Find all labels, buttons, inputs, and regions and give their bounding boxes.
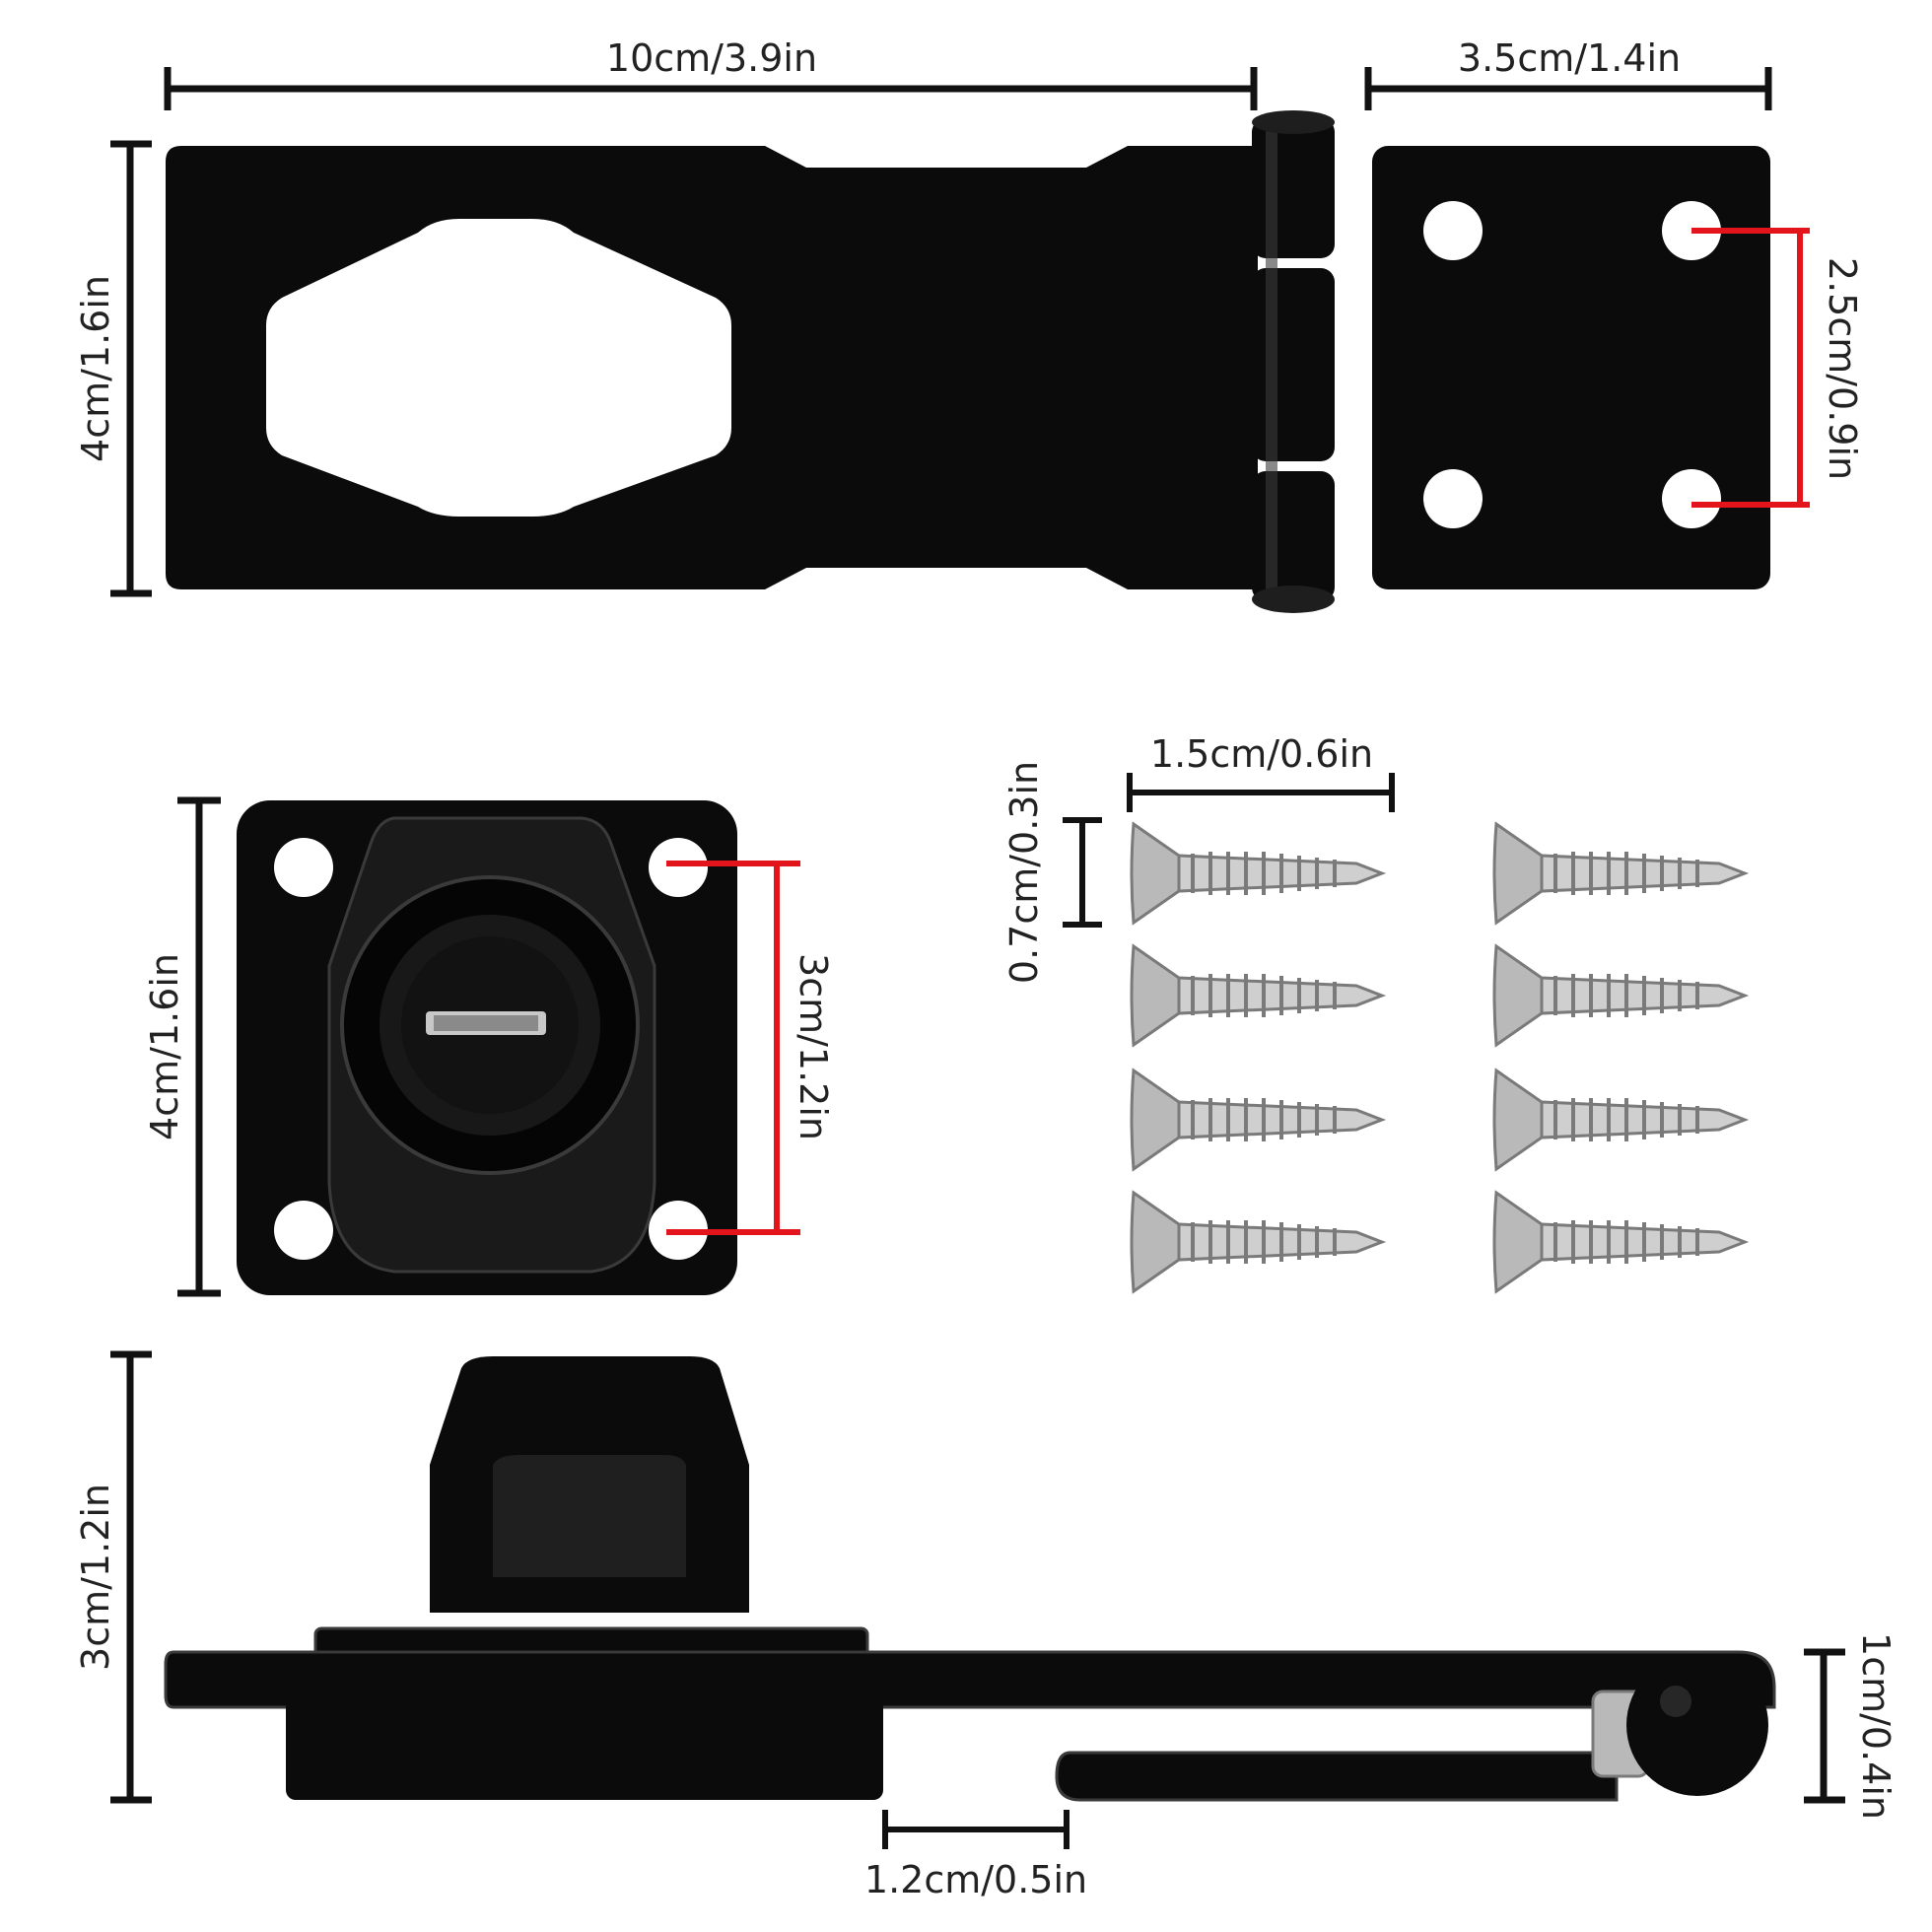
dim-hinge-height-label: 1cm/0.4in — [1854, 1632, 1898, 1820]
dim-lock-height-label: 4cm/1.6in — [143, 953, 186, 1140]
dim-screw-length — [1127, 773, 1395, 812]
hex-slot — [266, 219, 731, 517]
dim-hasp-length — [164, 67, 1258, 110]
countersunk-screw-icon — [1492, 1190, 1750, 1294]
countersunk-screw-icon — [1492, 943, 1750, 1048]
dim-lock-hole-spacing-label: 3cm/1.2in — [792, 953, 835, 1140]
countersunk-screw-icon — [1492, 821, 1750, 926]
screw-set — [1130, 821, 1750, 1294]
keyed-lock-icon — [340, 875, 640, 1175]
dim-lock-hole-spacing — [666, 861, 800, 1235]
dim-hasp-height-label: 4cm/1.6in — [74, 275, 117, 462]
countersunk-screw-icon — [1130, 821, 1387, 926]
dim-side-height — [110, 1350, 152, 1804]
dim-hasp-height — [110, 140, 152, 597]
mounting-plate — [1372, 146, 1770, 589]
lock-hole — [274, 838, 333, 897]
side-profile — [164, 1356, 1776, 1802]
dim-screw-head — [1063, 817, 1102, 928]
dim-hasp-length-label: 10cm/3.9in — [606, 36, 817, 80]
dim-base-thickness-label: 1.2cm/0.5in — [864, 1858, 1087, 1901]
dim-screw-head-label: 0.7cm/0.3in — [1002, 761, 1046, 984]
dim-plate-width-label: 3.5cm/1.4in — [1458, 36, 1681, 80]
dim-hinge-height — [1804, 1648, 1845, 1804]
dim-screw-length-label: 1.5cm/0.6in — [1150, 732, 1373, 776]
hinge-icon — [1252, 110, 1335, 613]
plate-hole — [1423, 201, 1483, 260]
plate-hole — [1423, 469, 1483, 528]
dim-lock-height — [177, 796, 221, 1297]
dim-plate-width — [1364, 67, 1772, 110]
dim-base-thickness — [882, 1810, 1070, 1849]
countersunk-screw-icon — [1130, 1068, 1387, 1172]
lock-hole — [649, 838, 708, 897]
dim-side-height-label: 3cm/1.2in — [74, 1484, 117, 1671]
countersunk-screw-icon — [1130, 1190, 1387, 1294]
dim-plate-hole-spacing-label: 2.5cm/0.9in — [1821, 257, 1864, 480]
hinge-knob — [1626, 1654, 1768, 1796]
countersunk-screw-icon — [1492, 1068, 1750, 1172]
lock-hole — [274, 1201, 333, 1260]
dim-plate-hole-spacing — [1691, 228, 1810, 508]
lock-front — [237, 800, 737, 1295]
hasp-assembly — [166, 110, 1770, 613]
countersunk-screw-icon — [1130, 943, 1387, 1048]
plate-hole — [1662, 469, 1721, 528]
